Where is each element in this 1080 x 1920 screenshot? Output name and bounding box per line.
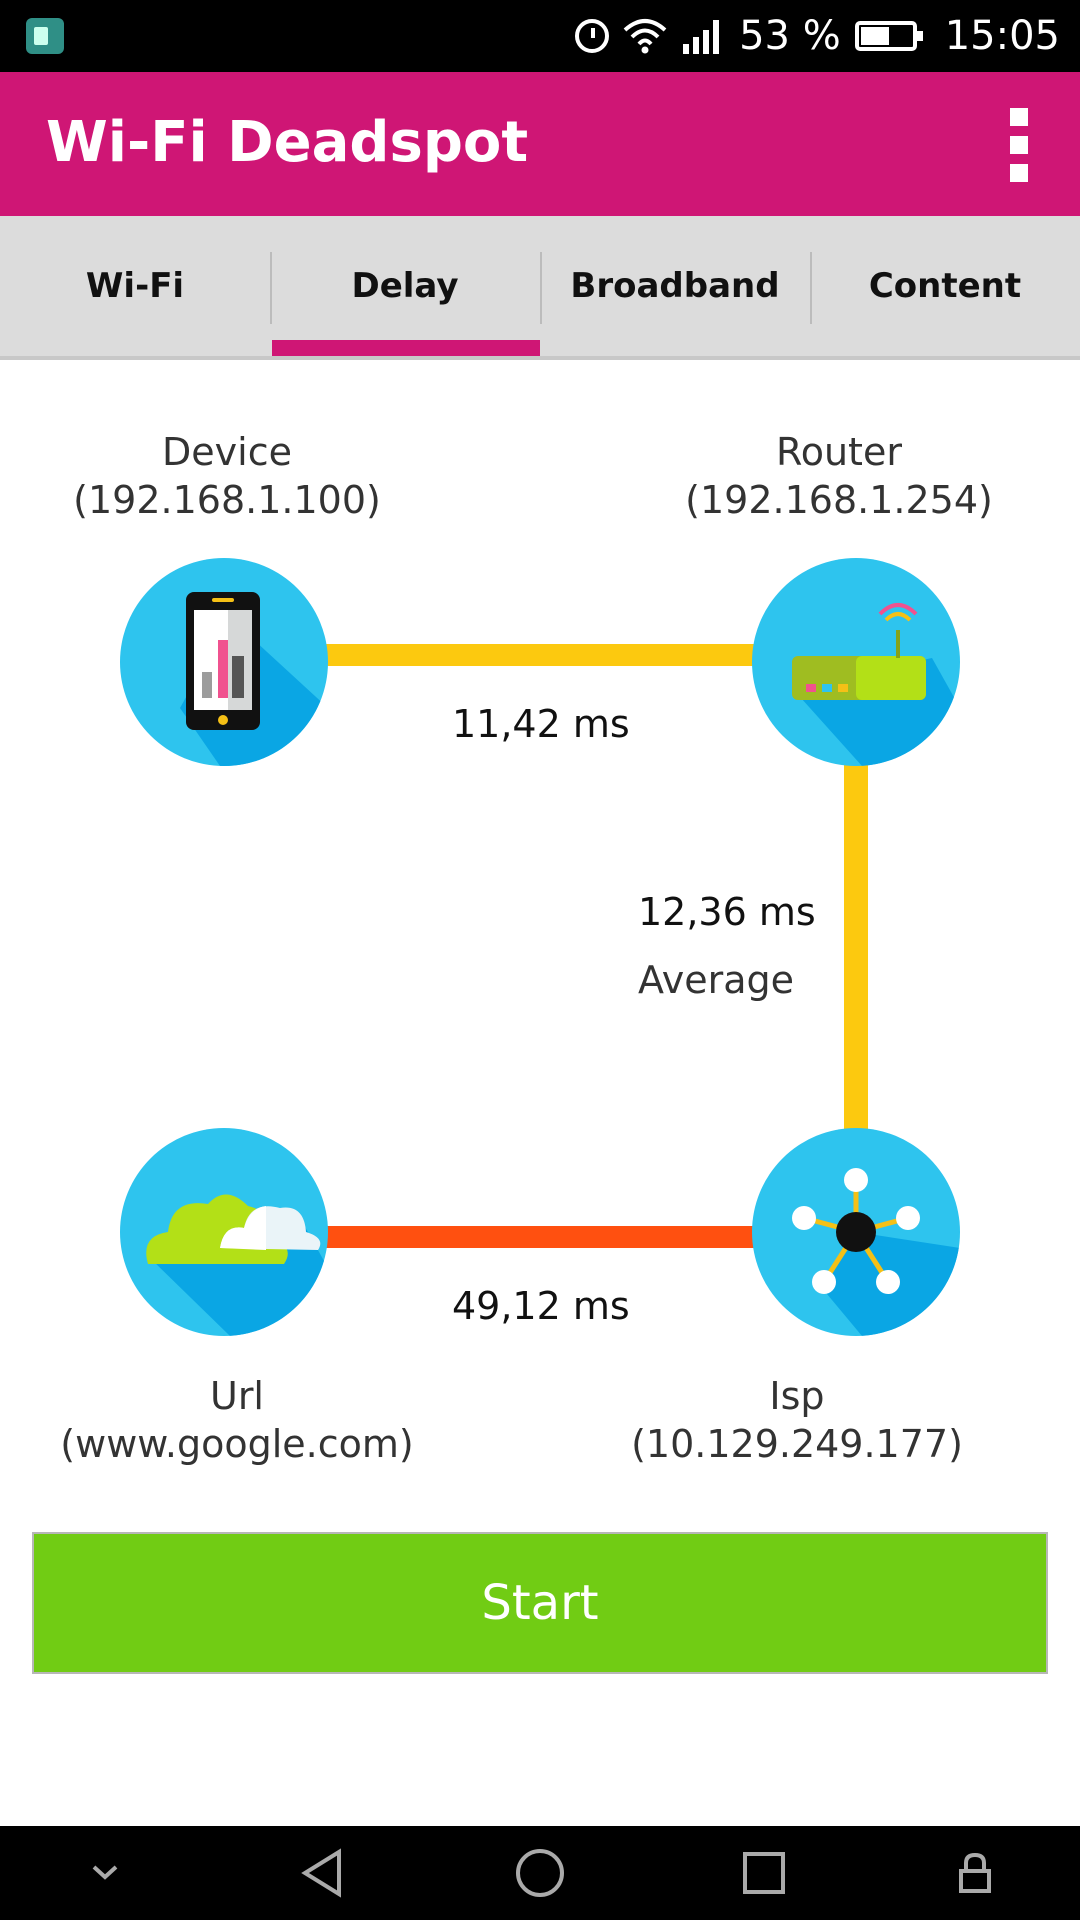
isp-label: Isp (10.129.249.177) bbox=[600, 1372, 994, 1468]
link-router-isp bbox=[844, 760, 868, 1132]
device-address: (192.168.1.100) bbox=[73, 478, 381, 522]
url-label: Url (www.google.com) bbox=[30, 1372, 444, 1468]
device-name: Device bbox=[162, 430, 292, 474]
active-tab-indicator bbox=[272, 340, 540, 356]
url-name: Url bbox=[210, 1374, 264, 1418]
app-bar: Wi-Fi Deadspot bbox=[0, 72, 1080, 216]
isp-node bbox=[752, 1128, 960, 1336]
overflow-menu-icon[interactable] bbox=[1010, 108, 1028, 182]
signal-strength-icon bbox=[681, 18, 725, 54]
notification-app-icon bbox=[26, 18, 64, 54]
device-label: Device (192.168.1.100) bbox=[40, 428, 414, 524]
status-bar: 53 % 15:05 bbox=[0, 0, 1080, 72]
router-icon bbox=[792, 603, 960, 766]
link-isp-url bbox=[326, 1226, 754, 1248]
navigation-bar bbox=[0, 1826, 1080, 1920]
delay-device-router: 11,42 ms bbox=[452, 702, 630, 746]
delay-router-isp: 12,36 ms bbox=[638, 890, 816, 934]
isp-name: Isp bbox=[769, 1374, 825, 1418]
router-name: Router bbox=[776, 430, 902, 474]
battery-icon bbox=[854, 21, 923, 51]
delay-isp-url: 49,12 ms bbox=[452, 1284, 630, 1328]
home-icon[interactable] bbox=[510, 1826, 570, 1920]
chevron-down-icon[interactable] bbox=[80, 1826, 130, 1920]
app-title: Wi-Fi Deadspot bbox=[46, 110, 529, 175]
network-hub-icon bbox=[792, 1168, 960, 1336]
status-indicators: 53 % 15:05 bbox=[575, 0, 1060, 72]
device-node bbox=[120, 558, 328, 766]
alarm-icon bbox=[575, 19, 610, 53]
url-node bbox=[120, 1128, 328, 1336]
status-time: 15:05 bbox=[944, 13, 1060, 59]
link-device-router bbox=[326, 644, 754, 666]
recent-apps-icon[interactable] bbox=[734, 1826, 794, 1920]
tab-broadband[interactable]: Broadband bbox=[540, 216, 810, 356]
lock-icon[interactable] bbox=[950, 1826, 1000, 1920]
cloud-icon bbox=[146, 1194, 328, 1336]
router-address: (192.168.1.254) bbox=[685, 478, 993, 522]
battery-percent: 53 % bbox=[739, 13, 841, 59]
isp-address: (10.129.249.177) bbox=[631, 1422, 963, 1466]
router-node bbox=[752, 558, 960, 766]
tab-bar: Wi-Fi Delay Broadband Content bbox=[0, 216, 1080, 360]
wifi-icon bbox=[623, 18, 667, 54]
router-label: Router (192.168.1.254) bbox=[650, 428, 1028, 524]
smartphone-icon bbox=[180, 592, 328, 766]
url-address: (www.google.com) bbox=[60, 1422, 414, 1466]
average-label: Average bbox=[638, 958, 795, 1002]
tab-content[interactable]: Content bbox=[810, 216, 1080, 356]
tab-delay[interactable]: Delay bbox=[270, 216, 540, 356]
start-button[interactable]: Start bbox=[32, 1532, 1048, 1674]
back-icon[interactable] bbox=[292, 1826, 352, 1920]
tab-wifi[interactable]: Wi-Fi bbox=[85, 266, 185, 306]
